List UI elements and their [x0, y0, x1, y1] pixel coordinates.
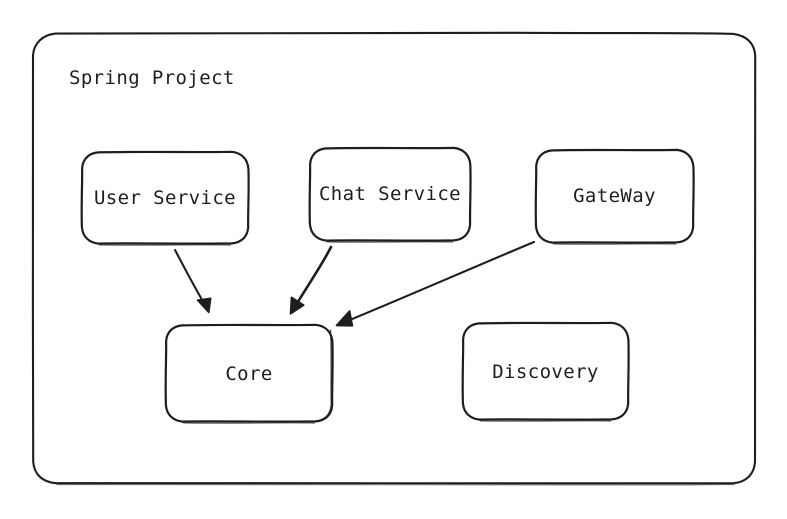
edge-gateway-to-core[interactable] [335, 240, 536, 327]
group-title-spring-project: Spring Project [69, 67, 235, 89]
group-container-spring-project[interactable] [31, 31, 757, 486]
edge-chat-service-to-core-line [292, 245, 333, 310]
node-chat-service[interactable] [308, 146, 472, 243]
node-gateway[interactable] [534, 148, 695, 245]
node-chat-service-outline [308, 146, 472, 242]
group-container-outline-overstroke [56, 483, 735, 486]
group-container-outline [31, 31, 757, 485]
node-user-service-outline [80, 150, 250, 245]
edge-gateway-to-core-line [343, 240, 536, 324]
node-label-user-service: User Service [93, 186, 237, 209]
node-label-chat-service: Chat Service [318, 183, 462, 205]
node-label-discovery: Discovery [492, 360, 599, 383]
node-discovery[interactable] [461, 321, 630, 422]
node-gateway-outline [534, 148, 695, 244]
node-user-service[interactable] [80, 150, 250, 246]
node-core-outline-overstroke [315, 329, 332, 422]
edge-chat-service-to-core-arrowhead [289, 296, 305, 315]
edge-gateway-to-core-arrowhead [335, 310, 354, 327]
node-label-gateway: GateWay [573, 185, 656, 207]
edge-chat-service-to-core[interactable] [289, 245, 333, 315]
node-label-core: Core [225, 362, 273, 385]
edge-user-service-to-core-arrowhead [196, 297, 212, 314]
node-core[interactable] [164, 323, 334, 424]
edge-user-service-to-core[interactable] [173, 248, 212, 314]
node-discovery-outline [461, 321, 630, 421]
